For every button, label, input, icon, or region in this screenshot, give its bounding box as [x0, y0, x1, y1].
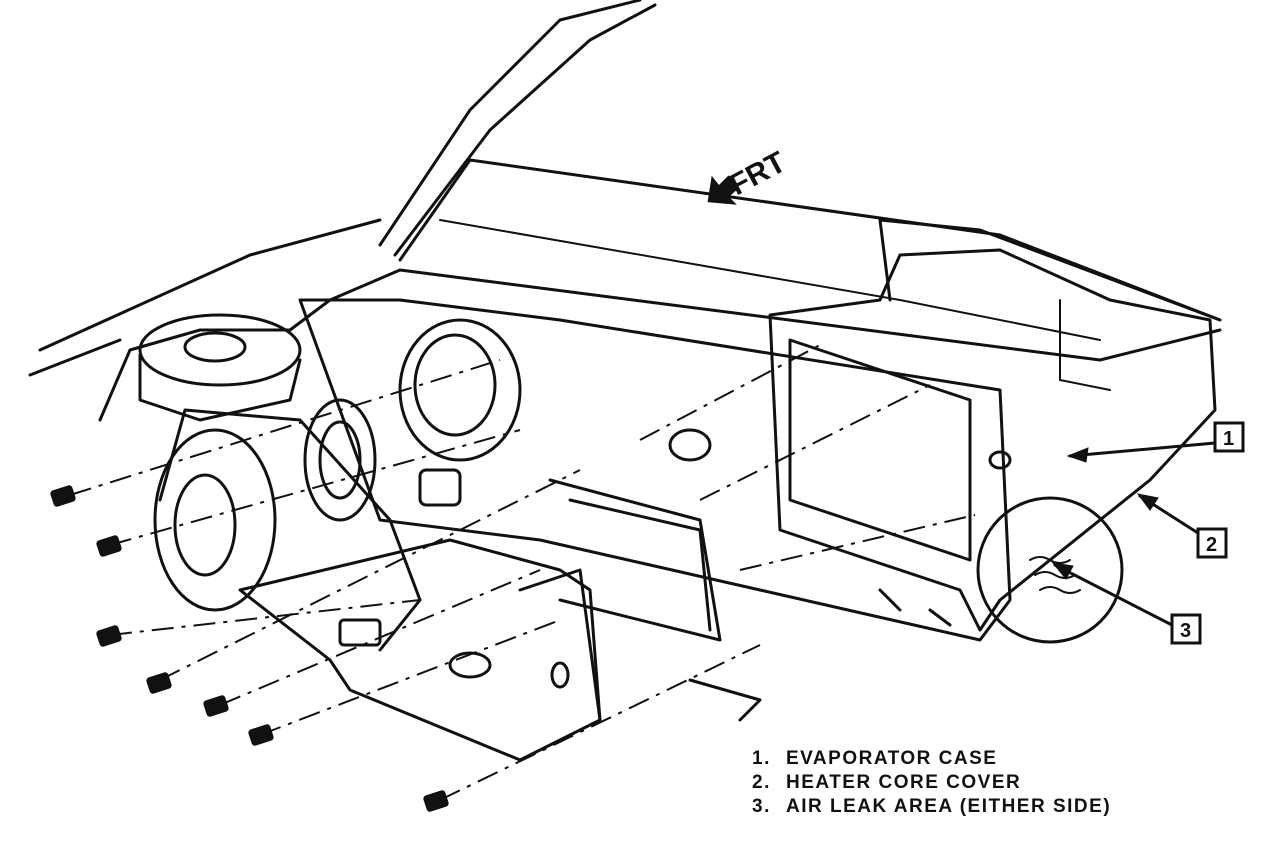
callout-2: 2: [1196, 527, 1228, 559]
cowl-windshield-outline: [328, 0, 1222, 362]
legend: 1. EVAPORATOR CASE 2. HEATER CORE COVER 3.…: [752, 748, 1111, 820]
callout-1: 1: [1213, 421, 1245, 453]
callout-2-number: 2: [1206, 534, 1217, 556]
blower-motor-assembly: [153, 398, 422, 652]
legend-item-number: 2.: [752, 772, 771, 793]
legend-item-text: HEATER CORE COVER: [786, 772, 1022, 793]
air-leak-detail-circle: [976, 496, 1124, 644]
firewall-panel: [298, 298, 1012, 642]
callout-leaders: [1051, 441, 1217, 627]
front-direction-label: FRT: [724, 146, 791, 203]
evaporator-case: [768, 218, 1222, 632]
legend-item-number: 1.: [752, 748, 771, 769]
fender-wheelhouse: [28, 218, 382, 422]
legend-item: 3. AIR LEAK AREA (EITHER SIDE): [752, 796, 1111, 820]
legend-item-text: AIR LEAK AREA (EITHER SIDE): [786, 796, 1112, 817]
legend-item-number: 3.: [752, 796, 771, 817]
callout-1-number: 1: [1223, 428, 1234, 450]
legend-item: 1. EVAPORATOR CASE: [752, 748, 1111, 772]
legend-item-text: EVAPORATOR CASE: [786, 748, 998, 769]
legend-item: 2. HEATER CORE COVER: [752, 772, 1111, 796]
callout-3-number: 3: [1180, 620, 1191, 642]
heater-core-cover: [238, 538, 602, 762]
callout-3: 3: [1170, 613, 1202, 645]
fasteners: [50, 344, 976, 812]
mounting-bracket: [548, 478, 762, 722]
